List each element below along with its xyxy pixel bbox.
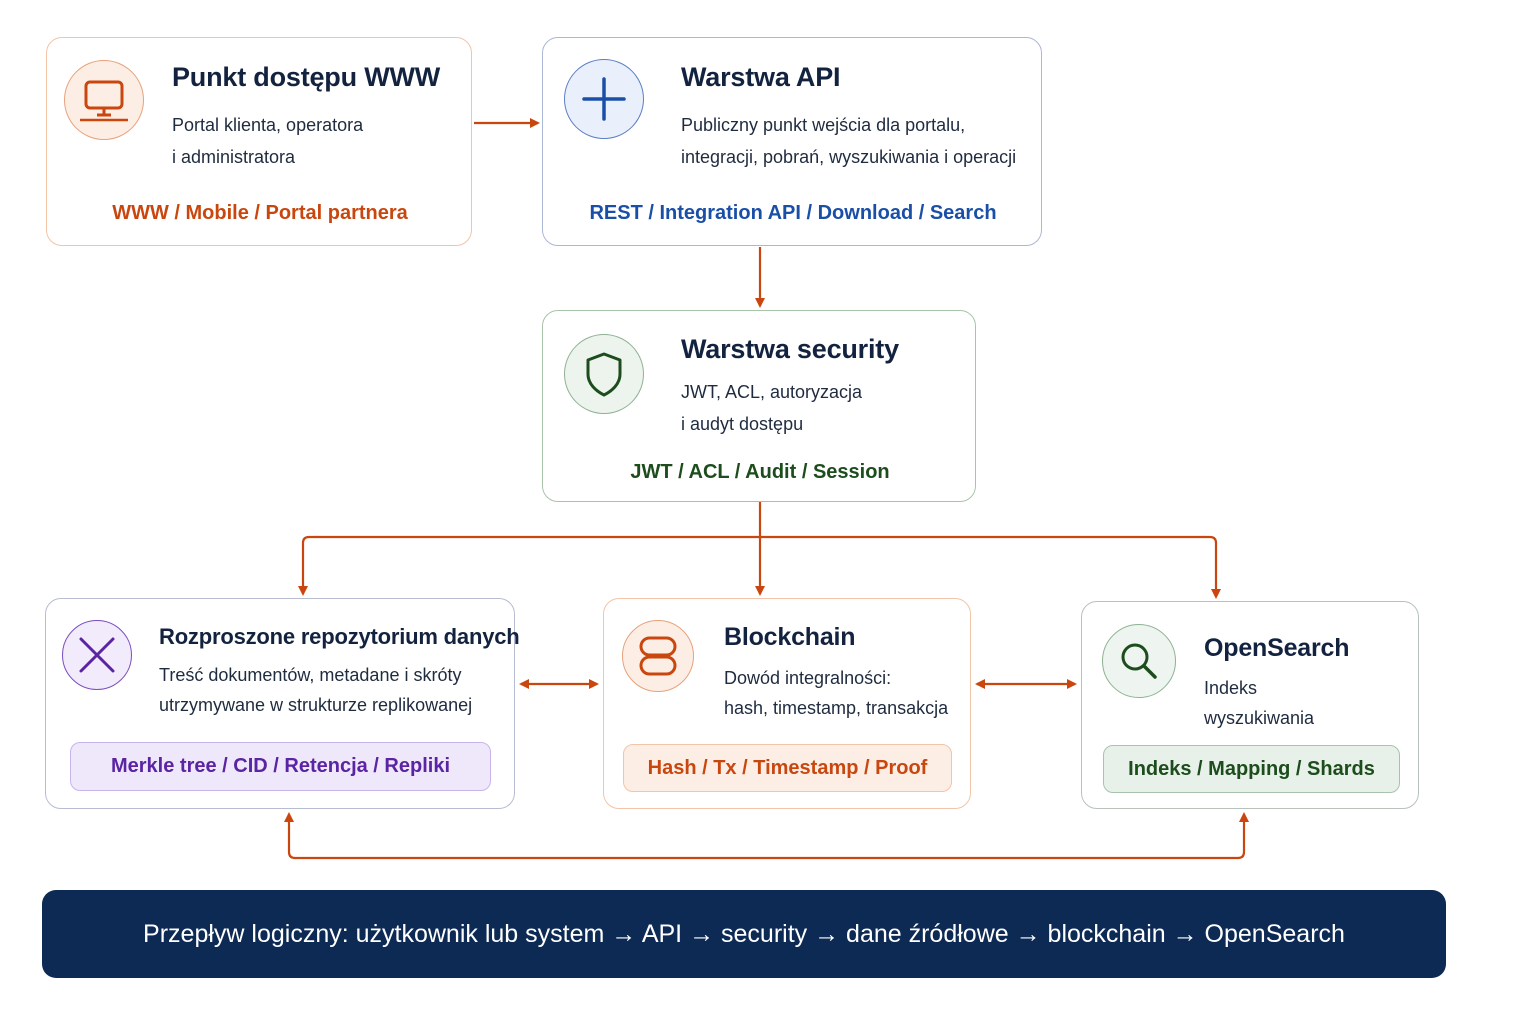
chain-link-icon — [622, 620, 694, 692]
node-security-title: Warstwa security — [681, 334, 899, 364]
node-www-tags: WWW / Mobile / Portal partnera — [112, 202, 408, 224]
logical-flow-text: Przepływ logiczny: użytkownik lub system… — [143, 919, 1345, 948]
monitor-icon — [64, 60, 144, 140]
edge-repo-opensearch — [284, 812, 1249, 860]
node-www: Punkt dostępu WWW Portal klienta, operat… — [46, 37, 472, 246]
node-repo: Rozproszone repozytorium danych Treść do… — [45, 598, 520, 809]
node-blockchain-tags: Hash / Tx / Timestamp / Proof — [623, 744, 952, 792]
node-api-title: Warstwa API — [681, 62, 841, 92]
plus-icon — [564, 59, 644, 139]
node-security-tags: JWT / ACL / Audit / Session — [630, 461, 890, 483]
node-www-title: Punkt dostępu WWW — [172, 62, 441, 92]
node-opensearch-desc-2: wyszukiwania — [1204, 708, 1315, 728]
search-icon — [1102, 624, 1176, 698]
node-www-desc-2: i administratora — [172, 147, 296, 167]
close-x-icon — [62, 620, 132, 690]
node-security-desc-2: i audyt dostępu — [681, 414, 804, 434]
node-api: Warstwa API Publiczny punkt wejścia dla … — [542, 37, 1042, 246]
node-opensearch-title: OpenSearch — [1204, 634, 1350, 662]
node-blockchain: Blockchain Dowód integralności: hash, ti… — [603, 598, 971, 809]
shield-icon — [564, 334, 644, 414]
node-repo-desc-2: utrzymywane w strukturze replikowanej — [159, 695, 473, 715]
logical-flow-banner: Przepływ logiczny: użytkownik lub system… — [42, 890, 1446, 978]
node-blockchain-desc-1: Dowód integralności: — [724, 668, 892, 688]
node-repo-tags: Merkle tree / CID / Retencja / Repliki — [70, 742, 491, 791]
node-opensearch-tags: Indeks / Mapping / Shards — [1103, 745, 1400, 793]
node-www-desc-1: Portal klienta, operatora — [172, 115, 364, 135]
edge-security-to-opensearch — [760, 535, 1221, 599]
node-api-desc-1: Publiczny punkt wejścia dla portalu, — [681, 115, 966, 135]
node-security: Warstwa security JWT, ACL, autoryzacja i… — [542, 310, 976, 502]
node-opensearch-desc-1: Indeks — [1204, 678, 1258, 698]
node-security-desc-1: JWT, ACL, autoryzacja — [681, 382, 863, 402]
edge-security-to-repo — [298, 535, 760, 596]
node-blockchain-title: Blockchain — [724, 623, 856, 651]
node-blockchain-desc-2: hash, timestamp, transakcja — [724, 698, 949, 718]
node-opensearch: OpenSearch Indeks wyszukiwania Indeks / … — [1081, 601, 1419, 809]
node-api-tags: REST / Integration API / Download / Sear… — [589, 202, 997, 224]
node-api-desc-2: integracji, pobrań, wyszukiwania i opera… — [681, 147, 1017, 167]
node-repo-desc-1: Treść dokumentów, metadane i skróty — [159, 665, 462, 685]
node-repo-title: Rozproszone repozytorium danych — [159, 624, 520, 649]
